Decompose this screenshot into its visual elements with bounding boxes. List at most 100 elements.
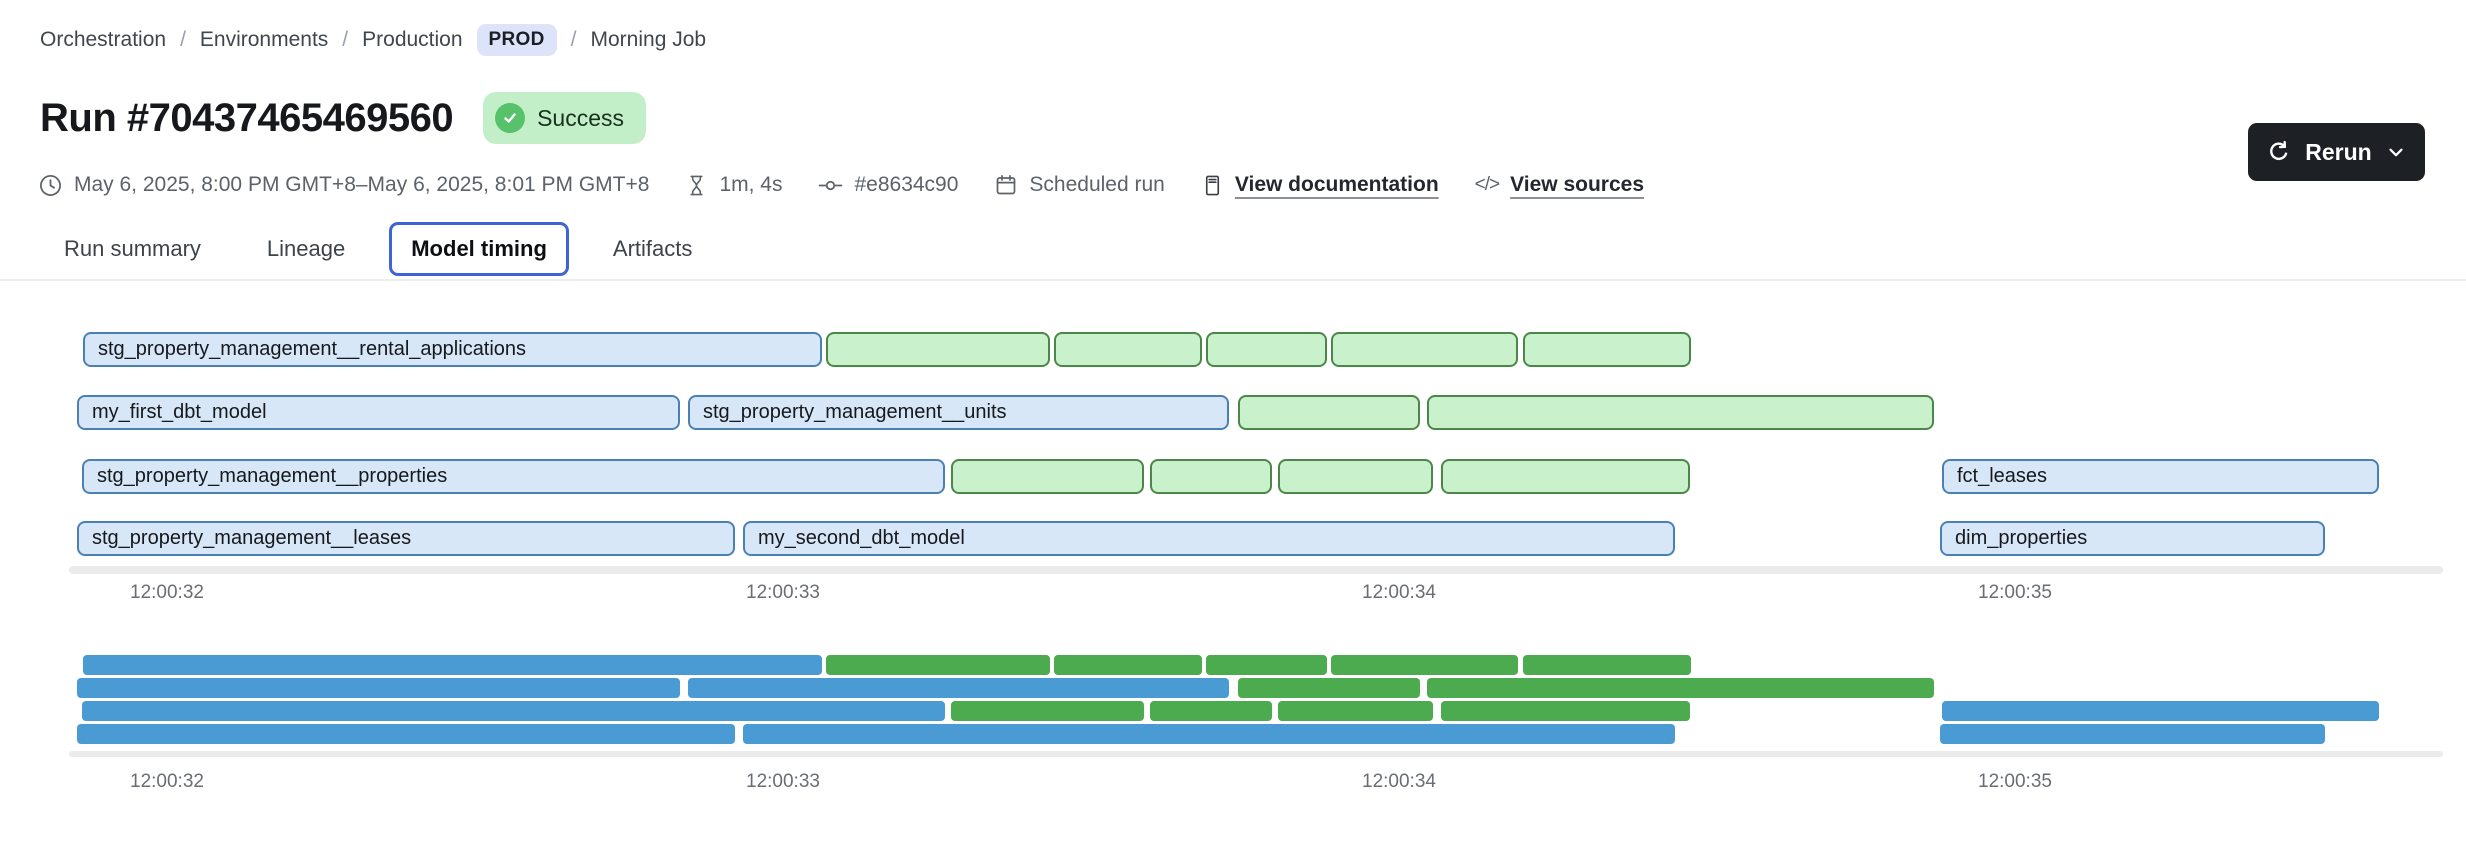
gantt-bar[interactable] [1427, 395, 1934, 430]
breadcrumb-item-orchestration[interactable]: Orchestration [40, 28, 167, 51]
gantt-bar-label: stg_property_management__units [703, 401, 1007, 423]
minimap-bar[interactable] [1940, 724, 2325, 744]
page-title: Run #70437465469560 [40, 95, 454, 140]
minimap-bar[interactable] [1238, 678, 1420, 698]
minimap-bar[interactable] [1278, 701, 1433, 721]
chart-scrollbar-track[interactable] [69, 751, 2443, 757]
run-duration-label: 1m, 4s [719, 173, 783, 196]
run-meta-row: May 6, 2025, 8:00 PM GMT+8–May 6, 2025, … [38, 168, 1644, 202]
x-axis-label: 12:00:32 [130, 582, 204, 603]
gantt-bar-stg_property_management__properties[interactable]: stg_property_management__properties [82, 459, 945, 494]
rerun-button[interactable]: Rerun [2248, 123, 2425, 181]
environment-badge: PROD [476, 24, 557, 56]
run-time-range-label: May 6, 2025, 8:00 PM GMT+8–May 6, 2025, … [74, 173, 650, 196]
x-axis-label: 12:00:33 [746, 582, 820, 603]
breadcrumb-separator: / [342, 28, 349, 51]
minimap-bar[interactable] [743, 724, 1675, 744]
minimap-bar[interactable] [688, 678, 1229, 698]
tab-model-timing[interactable]: Model timing [389, 222, 569, 276]
gantt-bar-my_second_dbt_model[interactable]: my_second_dbt_model [743, 521, 1675, 556]
gantt-bar-label: dim_properties [1955, 527, 2088, 549]
breadcrumb-item-morning-job[interactable]: Morning Job [590, 28, 707, 51]
breadcrumb-separator: / [570, 28, 577, 51]
run-time-range: May 6, 2025, 8:00 PM GMT+8–May 6, 2025, … [38, 173, 649, 198]
gantt-bar-my_first_dbt_model[interactable]: my_first_dbt_model [77, 395, 680, 430]
code-icon: </> [1474, 174, 1501, 195]
tab-bar: Run summary Lineage Model timing Artifac… [42, 222, 714, 276]
gantt-bar[interactable] [1238, 395, 1420, 430]
gantt-bar[interactable] [951, 459, 1144, 494]
minimap-bar[interactable] [1427, 678, 1934, 698]
minimap-bar[interactable] [77, 724, 735, 744]
minimap-bar[interactable] [1054, 655, 1202, 675]
x-axis-label: 12:00:33 [746, 771, 820, 792]
gantt-bar[interactable] [1278, 459, 1433, 494]
gantt-bar[interactable] [1054, 332, 1202, 367]
view-sources-link[interactable]: View sources [1510, 173, 1645, 196]
chart-scrollbar-track[interactable] [69, 566, 2443, 574]
git-commit-icon [818, 173, 843, 198]
rerun-label: Rerun [2305, 138, 2372, 165]
gantt-bar-stg_property_management__leases[interactable]: stg_property_management__leases [77, 521, 735, 556]
tab-lineage[interactable]: Lineage [266, 236, 346, 261]
breadcrumb-item-production[interactable]: Production [362, 28, 463, 51]
model-timing-gantt-chart: stg_property_management__rental_applicat… [65, 305, 2447, 605]
x-axis-label: 12:00:35 [1978, 771, 2052, 792]
view-documentation[interactable]: View documentation [1201, 173, 1439, 197]
commit-sha-label: #e8634c90 [854, 173, 959, 196]
x-axis-label: 12:00:35 [1978, 582, 2052, 603]
hourglass-icon [685, 174, 708, 197]
view-sources[interactable]: </> View sources [1475, 173, 1644, 197]
run-trigger-label: Scheduled run [1029, 173, 1165, 196]
run-trigger: Scheduled run [994, 173, 1165, 197]
minimap-bar[interactable] [82, 701, 945, 721]
tab-artifacts[interactable]: Artifacts [612, 236, 693, 261]
gantt-bar-label: stg_property_management__leases [92, 527, 412, 549]
gantt-bar[interactable] [826, 332, 1050, 367]
gantt-bar-label: fct_leases [1957, 465, 2048, 487]
minimap-bar[interactable] [951, 701, 1144, 721]
clock-icon [38, 173, 63, 198]
minimap-bar[interactable] [1523, 655, 1691, 675]
minimap-bar[interactable] [826, 655, 1050, 675]
minimap-bar[interactable] [1150, 701, 1272, 721]
gantt-bar[interactable] [1150, 459, 1272, 494]
gantt-bar-label: stg_property_management__rental_applicat… [98, 338, 527, 360]
tab-divider [0, 279, 2466, 281]
gantt-bar-label: my_second_dbt_model [758, 527, 965, 549]
commit-sha: #e8634c90 [818, 173, 958, 198]
gantt-bar-label: my_first_dbt_model [92, 401, 267, 423]
gantt-bar-stg_property_management__units[interactable]: stg_property_management__units [688, 395, 1229, 430]
model-timing-minimap: 12:00:32 12:00:33 12:00:34 12:00:35 [65, 643, 2447, 813]
breadcrumb: Orchestration / Environments / Productio… [40, 24, 706, 56]
title-row: Run #70437465469560 Success [40, 92, 646, 144]
gantt-bar-stg_property_management__rental_applications[interactable]: stg_property_management__rental_applicat… [83, 332, 822, 367]
document-icon [1201, 174, 1224, 197]
x-axis-label: 12:00:32 [130, 771, 204, 792]
gantt-bar-label: stg_property_management__properties [97, 465, 448, 487]
tab-run-summary[interactable]: Run summary [64, 236, 201, 261]
chevron-down-icon [2385, 141, 2407, 163]
breadcrumb-item-environments[interactable]: Environments [199, 28, 329, 51]
status-label: Success [537, 104, 624, 131]
gantt-bar[interactable] [1206, 332, 1327, 367]
gantt-bar[interactable] [1523, 332, 1691, 367]
gantt-bar[interactable] [1441, 459, 1690, 494]
minimap-bar[interactable] [1441, 701, 1690, 721]
calendar-icon [994, 173, 1018, 197]
minimap-bar[interactable] [1331, 655, 1518, 675]
minimap-bar[interactable] [83, 655, 822, 675]
status-badge: Success [483, 92, 646, 144]
view-documentation-link[interactable]: View documentation [1234, 173, 1439, 196]
run-duration: 1m, 4s [685, 173, 782, 197]
gantt-bar-dim_properties[interactable]: dim_properties [1940, 521, 2325, 556]
gantt-bar-fct_leases[interactable]: fct_leases [1942, 459, 2379, 494]
x-axis-label: 12:00:34 [1362, 771, 1436, 792]
refresh-icon [2266, 139, 2292, 165]
gantt-bar[interactable] [1331, 332, 1518, 367]
minimap-bar[interactable] [1942, 701, 2379, 721]
x-axis-label: 12:00:34 [1362, 582, 1436, 603]
minimap-bar[interactable] [1206, 655, 1327, 675]
minimap-bar[interactable] [77, 678, 680, 698]
success-check-icon [495, 103, 526, 133]
